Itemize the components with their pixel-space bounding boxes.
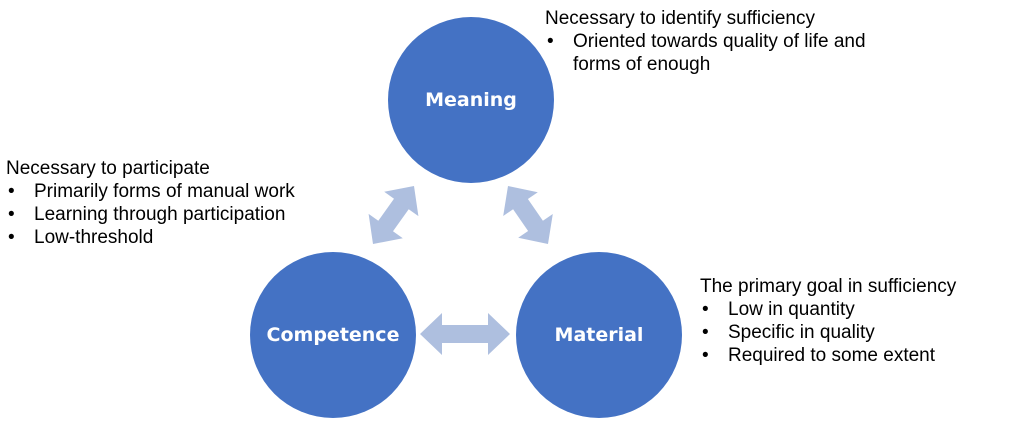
material-label: Material	[554, 324, 644, 346]
meaning-description: Necessary to identify sufficiency Orient…	[545, 7, 905, 76]
material-heading: The primary goal in sufficiency	[700, 276, 957, 297]
competence-description: Necessary to participate Primarily forms…	[6, 157, 386, 249]
meaning-bullet: Oriented towards quality of life and for…	[545, 30, 905, 76]
competence-node: Competence	[250, 252, 416, 418]
competence-bullet: Low-threshold	[6, 226, 386, 249]
meaning-node: Meaning	[388, 17, 554, 183]
competence-bullet: Primarily forms of manual work	[6, 180, 386, 203]
competence-bullet-list: Primarily forms of manual work Learning …	[6, 180, 386, 249]
material-description: The primary goal in sufficiency Low in q…	[700, 275, 1012, 367]
material-bullet: Specific in quality	[700, 321, 1012, 344]
material-bullet: Low in quantity	[700, 298, 1012, 321]
material-node: Material	[516, 252, 682, 418]
competence-label: Competence	[266, 324, 400, 346]
competence-bullet: Learning through participation	[6, 203, 386, 226]
double-arrow-competence-material	[420, 313, 510, 355]
competence-heading: Necessary to participate	[6, 158, 210, 179]
meaning-label: Meaning	[425, 89, 517, 111]
double-arrow-meaning-material	[503, 186, 553, 244]
meaning-heading: Necessary to identify sufficiency	[545, 8, 815, 29]
meaning-bullet-list: Oriented towards quality of life and for…	[545, 30, 905, 76]
material-bullet: Required to some extent	[700, 344, 1012, 367]
material-bullet-list: Low in quantity Specific in quality Requ…	[700, 298, 1012, 367]
